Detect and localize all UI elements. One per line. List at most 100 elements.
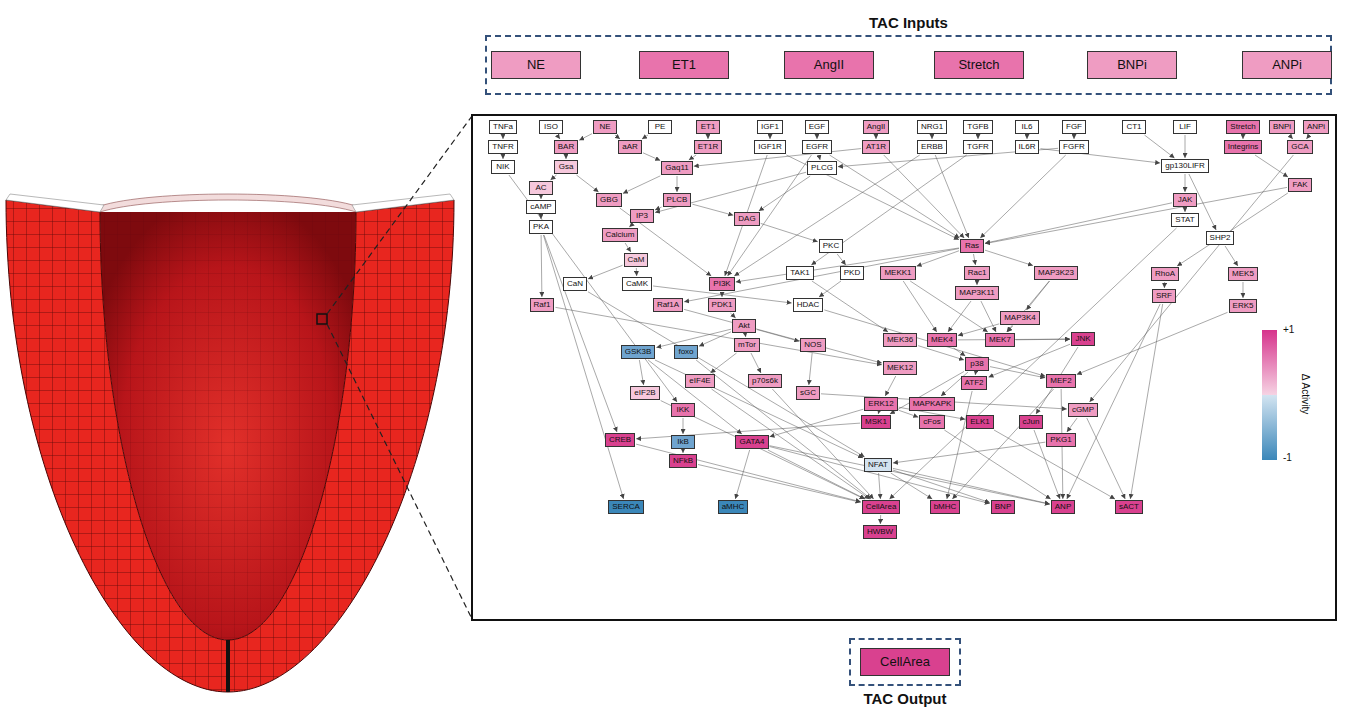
signaling-link [878,412,880,414]
node-label: PDK1 [712,300,733,309]
signaling-node: ET1 [696,120,720,134]
signaling-link [540,215,541,219]
signaling-link [893,442,1045,463]
signaling-link [899,410,919,417]
signaling-link [643,153,660,161]
signaling-link [977,281,978,285]
signaling-node: MAP3K23 [1034,266,1078,280]
node-label: NE [527,57,545,72]
signaling-node: EGFR [802,140,832,154]
signaling-link [636,268,637,276]
signaling-node: CaM [624,253,649,267]
signaling-node: IL6R [1015,140,1040,154]
signaling-node: CaMK [622,277,652,291]
signaling-node: ANP [1051,500,1075,514]
signaling-link [875,135,876,139]
node-label: PE [655,122,666,131]
signaling-link [543,235,623,499]
signaling-link [683,418,684,434]
signaling-link [655,360,863,458]
signaling-node: PKG1 [1046,433,1075,447]
signaling-link [557,135,560,139]
signaling-link [692,204,733,215]
signaling-link [981,301,996,332]
signaling-node: bMHC [930,500,961,514]
signaling-link [579,134,592,141]
node-label: NIK [496,162,509,171]
node-label: ERK5 [1233,301,1254,310]
signaling-node: MAP3K11 [955,286,998,300]
signaling-node: STAT [1171,213,1198,227]
node-label: MEKK1 [884,268,911,277]
signaling-link [1090,155,1294,402]
node-label: NFAT [868,460,888,469]
signaling-link [917,251,959,266]
signaling-node: eIF4E [685,374,714,388]
signaling-node: gp130LIFR [1161,159,1209,173]
signaling-node: MEK4 [927,333,957,347]
signaling-link [985,250,1033,265]
signaling-node: TNFa [489,120,517,134]
input-box: NE [491,51,581,79]
signaling-link [639,360,643,385]
signaling-node: SRF [1152,289,1176,303]
signaling-node: CREB [605,433,635,447]
signaling-node: FAK [1288,178,1312,192]
node-label: MAP3K11 [959,288,994,297]
signaling-link [885,376,896,396]
network-frame [472,115,1336,620]
signaling-node: Rac1 [964,266,991,280]
node-label: BNP [995,502,1011,511]
signaling-link [786,155,959,240]
signaling-node: GSK3B [621,345,656,359]
signaling-node: NE [593,120,617,134]
signaling-node: AngII [863,120,890,134]
signaling-link [1026,281,1049,310]
node-label: AT1R [866,142,886,151]
signaling-node: Gsa [554,160,578,174]
signaling-node: GATA4 [735,435,768,449]
node-label: DAG [738,214,755,223]
signaling-node: ET1R [694,140,722,154]
input-box: CellArea [860,648,950,676]
node-label: TAK1 [790,268,809,277]
signaling-node: PLCB [663,193,692,207]
signaling-node: SERCA [608,500,644,514]
node-label: PKD [844,268,860,277]
signaling-node: NRG1 [917,120,947,134]
node-label: Stretch [1230,122,1255,131]
signaling-link [620,208,711,276]
signaling-node: PKC [819,239,843,253]
signaling-node: HDAC [793,298,824,312]
node-label: TNFR [492,142,513,151]
signaling-link [655,172,806,212]
signaling-link [689,155,696,160]
node-label: MSK1 [865,417,887,426]
node-label: CaM [628,255,645,264]
legend-swatch [1262,330,1277,395]
node-label: GSK3B [625,347,652,356]
signaling-link [684,309,882,363]
signaling-node: TGFB [963,120,992,134]
signaling-link [698,464,861,502]
signaling-link [903,281,936,332]
signaling-link [629,224,632,227]
node-label: NRG1 [921,122,943,131]
signaling-node: ELK1 [966,415,994,429]
signaling-link [770,409,864,437]
node-group: TAC OutputCellArea [849,638,961,686]
node-label: SHP2 [1210,233,1231,242]
signaling-node: LIF [1173,120,1197,134]
signaling-link [588,265,623,279]
signaling-link [973,254,975,265]
signaling-node: sACT [1115,500,1143,514]
node-label: LIF [1179,122,1191,131]
signaling-link [880,515,881,524]
node-label: NOS [804,340,821,349]
signaling-node: EGF [805,120,829,134]
node-label: PLCG [811,163,833,172]
node-label: MEK5 [1232,269,1254,278]
legend-swatch [1262,395,1277,460]
signaling-link [636,444,861,502]
